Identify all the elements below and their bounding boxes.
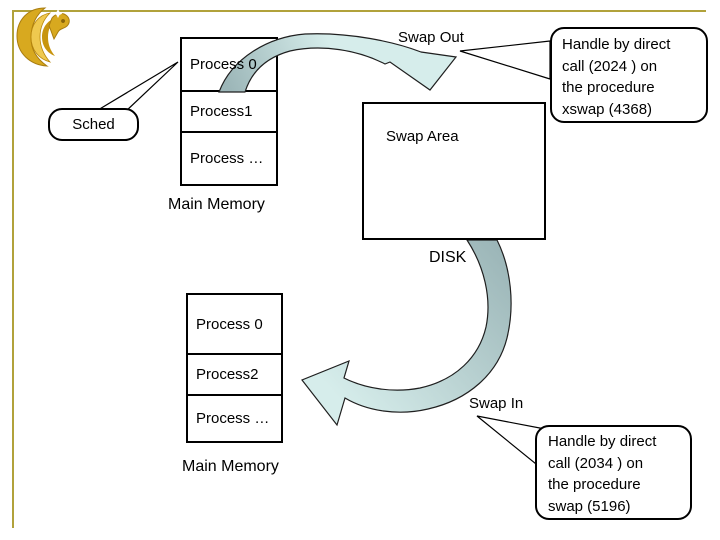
memory-cell: Process2 (188, 353, 281, 393)
process-label: Process … (190, 150, 264, 167)
process-label: Process2 (196, 365, 259, 383)
callout-line: Handle by direct (562, 36, 671, 53)
slide-border-top (12, 10, 706, 12)
sched-label: Sched (72, 116, 115, 133)
memory-cell: Process 0 (182, 39, 276, 90)
swap-out-annotation-callout: Handle by direct call (2024 ) on the pro… (550, 27, 708, 123)
main-memory-caption-top: Main Memory (168, 196, 265, 213)
callout-line: call (2034 ) on (548, 454, 644, 472)
disk-label: DISK (429, 249, 467, 266)
memory-cell: Process … (188, 393, 281, 441)
callout-line: Handle by direct (548, 433, 657, 450)
process-label: Process 0 (190, 56, 257, 73)
main-memory-box-bottom: Process 0 Process2 Process … (186, 293, 283, 443)
swap-in-label: Swap In (469, 395, 524, 412)
swap-out-label: Swap Out (398, 29, 464, 46)
slide-border-left (12, 10, 14, 528)
memory-cell: Process … (182, 131, 276, 184)
sched-callout: Sched (48, 108, 139, 141)
process-label: Process 0 (196, 315, 263, 333)
callout-line: the procedure (548, 476, 641, 493)
swap-area-label: Swap Area (386, 128, 459, 145)
callout-line: the procedure (562, 79, 655, 96)
process-label: Process1 (190, 103, 253, 120)
callout-line: xswap (4368) (562, 100, 653, 118)
swap-in-arrow (301, 239, 512, 427)
ucf-pegasus-logo (16, 7, 70, 67)
callout-line: swap (5196) (548, 497, 631, 515)
swap-area-box: Swap Area (362, 102, 546, 240)
memory-cell: Process 0 (188, 295, 281, 353)
process-label: Process … (196, 409, 270, 427)
callout-line: call (2024 ) on (562, 57, 658, 75)
swap-in-annotation-callout: Handle by direct call (2034 ) on the pro… (535, 425, 692, 520)
swap-out-arrow (218, 33, 458, 93)
main-memory-caption-bottom: Main Memory (182, 458, 279, 475)
